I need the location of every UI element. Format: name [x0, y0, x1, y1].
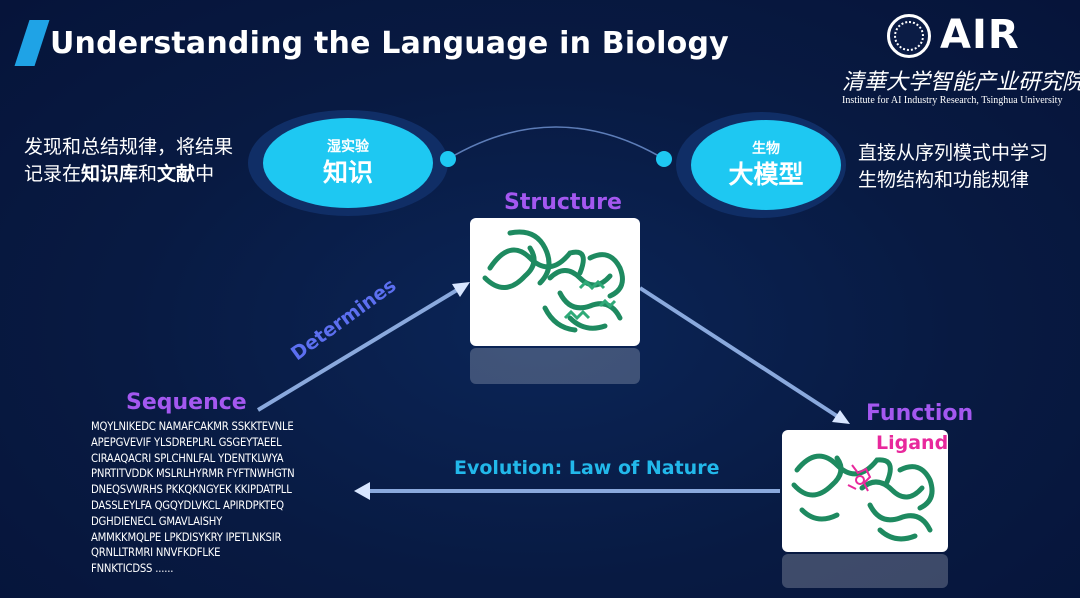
right-description-line1: 直接从序列模式中学习 [858, 142, 1049, 164]
arc-connector [447, 126, 665, 160]
air-logo: AIR [940, 12, 1020, 58]
function-reflection [782, 554, 948, 588]
arrowhead-structure-function [832, 410, 850, 424]
sequence-line: CIRAAQACRI SPLCHNLFAL YDENTKLWYA [91, 451, 284, 465]
sequence-line: DGHDIENECL GMAVLAISHY [91, 514, 223, 528]
bio-foundation-model-oval: 生物 大模型 [691, 120, 841, 210]
sequence-line: QRNLLTRMRI NNVFKDFLKE [91, 546, 221, 560]
arrow-determines [256, 285, 464, 412]
structure-reflection [470, 348, 640, 384]
left-description-line2: 记录在知识库和文献中 [24, 163, 215, 185]
ligand-label: Ligand [876, 432, 949, 454]
wet-lab-knowledge-oval: 湿实验 知识 [263, 118, 433, 208]
sequence-line: MQYLNIKEDC NAMAFCAKMR SSKKTEVNLE [91, 420, 294, 433]
left-description: 发现和总结规律，将结果 记录在知识库和文献中 [24, 134, 233, 188]
right-description-line2: 生物结构和功能规律 [858, 169, 1030, 191]
arrow-structure-function [638, 286, 842, 420]
structure-label: Structure [504, 190, 622, 215]
arrowhead-evolution [354, 482, 370, 500]
institute-name-en: Institute for AI Industry Research, Tsin… [842, 95, 1063, 106]
evolution-label: Evolution: Law of Nature [454, 457, 720, 479]
protein-sequence: MQYLNIKEDC NAMAFCAKMR SSKKTEVNLE APEPGVE… [91, 419, 295, 577]
sequence-label: Sequence [126, 390, 247, 415]
tsinghua-seal-icon [887, 14, 931, 58]
arrowhead-determines [452, 282, 470, 297]
left-description-line1: 发现和总结规律，将结果 [24, 136, 234, 158]
sequence-line: APEPGVEVIF YLSDREPLRL GSGEYTAEEL [91, 435, 282, 449]
structure-protein-image [470, 218, 640, 346]
institute-name-cn: 清華大学智能产业研究院 [842, 70, 1080, 95]
function-protein-image [782, 430, 948, 552]
sequence-line: PNRTITVDDK MSLRLHYRMR FYFTNWHGTN [91, 467, 295, 481]
function-label: Function [866, 401, 974, 426]
sequence-line: DNEQSVWRHS PKKQKNGYEK KKIPDATPLL [91, 483, 292, 497]
sequence-line: FNNKTICDSS ...... [91, 562, 174, 576]
page-title: Understanding the Language in Biology [50, 26, 729, 61]
left-connector-dot [440, 151, 456, 167]
right-description: 直接从序列模式中学习 生物结构和功能规律 [858, 140, 1048, 194]
right-connector-dot [656, 151, 672, 167]
sequence-line: AMMKKMQLPE LPKDISYKRY IPETLNKSIR [91, 530, 282, 544]
sequence-line: DASSLEYLFA QGQYDLVKCL APIRDPKTEQ [91, 498, 284, 512]
